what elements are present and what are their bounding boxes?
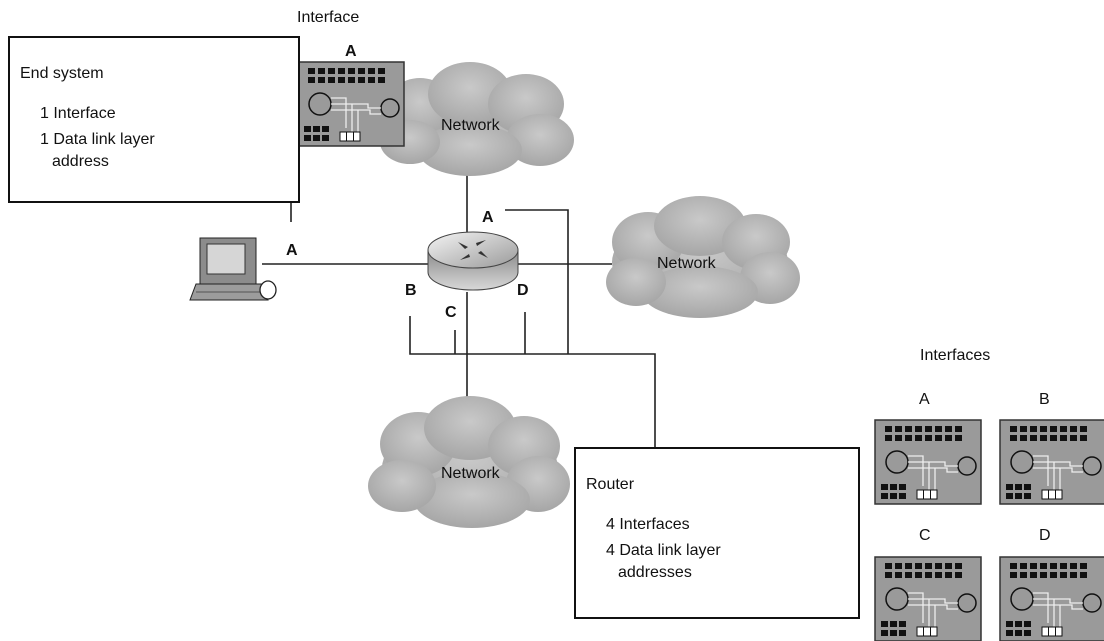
- router-interface-card-b: [999, 419, 1104, 505]
- card-a-label: A: [919, 391, 930, 408]
- router-callout-line: [409, 316, 656, 448]
- router-icon: [427, 231, 519, 291]
- end-system-line-3: address: [52, 153, 109, 170]
- end-system-interface-card: [297, 61, 405, 147]
- interface-heading: Interface: [297, 9, 360, 26]
- pc-icon: [189, 237, 277, 301]
- router-interface-card-c: [874, 556, 982, 641]
- router-port-b-label: B: [405, 282, 417, 299]
- card-d-label: D: [1039, 527, 1051, 544]
- card-c-label: C: [919, 527, 931, 544]
- router-box-title: Router: [586, 476, 635, 493]
- interfaces-heading: Interfaces: [920, 347, 991, 364]
- network-label-top: Network: [441, 117, 500, 134]
- card-b-label: B: [1039, 391, 1050, 408]
- router-interface-card-d: [999, 556, 1104, 641]
- router-box: Router 4 Interfaces 4 Data link layer ad…: [574, 447, 860, 619]
- router-box-line-1: 4 Interfaces: [606, 516, 690, 533]
- end-system-box: End system 1 Interface 1 Data link layer…: [8, 36, 300, 203]
- router-box-line-2: 4 Data link layer: [606, 542, 721, 559]
- network-cloud-bottom: [368, 396, 570, 528]
- router-interface-card-a: [874, 419, 982, 505]
- network-label-bottom: Network: [441, 465, 500, 482]
- network-label-right: Network: [657, 255, 716, 272]
- end-system-title: End system: [20, 65, 104, 82]
- router-callout-line-a: [505, 209, 569, 354]
- end-system-card-letter: A: [345, 43, 357, 60]
- router-port-a-label: A: [482, 209, 494, 226]
- router-port-d-label: D: [517, 282, 529, 299]
- end-system-line-1: 1 Interface: [40, 105, 116, 122]
- router-box-line-3: addresses: [618, 564, 692, 581]
- router-port-c-label: C: [445, 304, 457, 321]
- end-system-line-2: 1 Data link layer: [40, 131, 155, 148]
- network-cloud-right: [606, 196, 800, 318]
- pc-link-letter: A: [286, 242, 298, 259]
